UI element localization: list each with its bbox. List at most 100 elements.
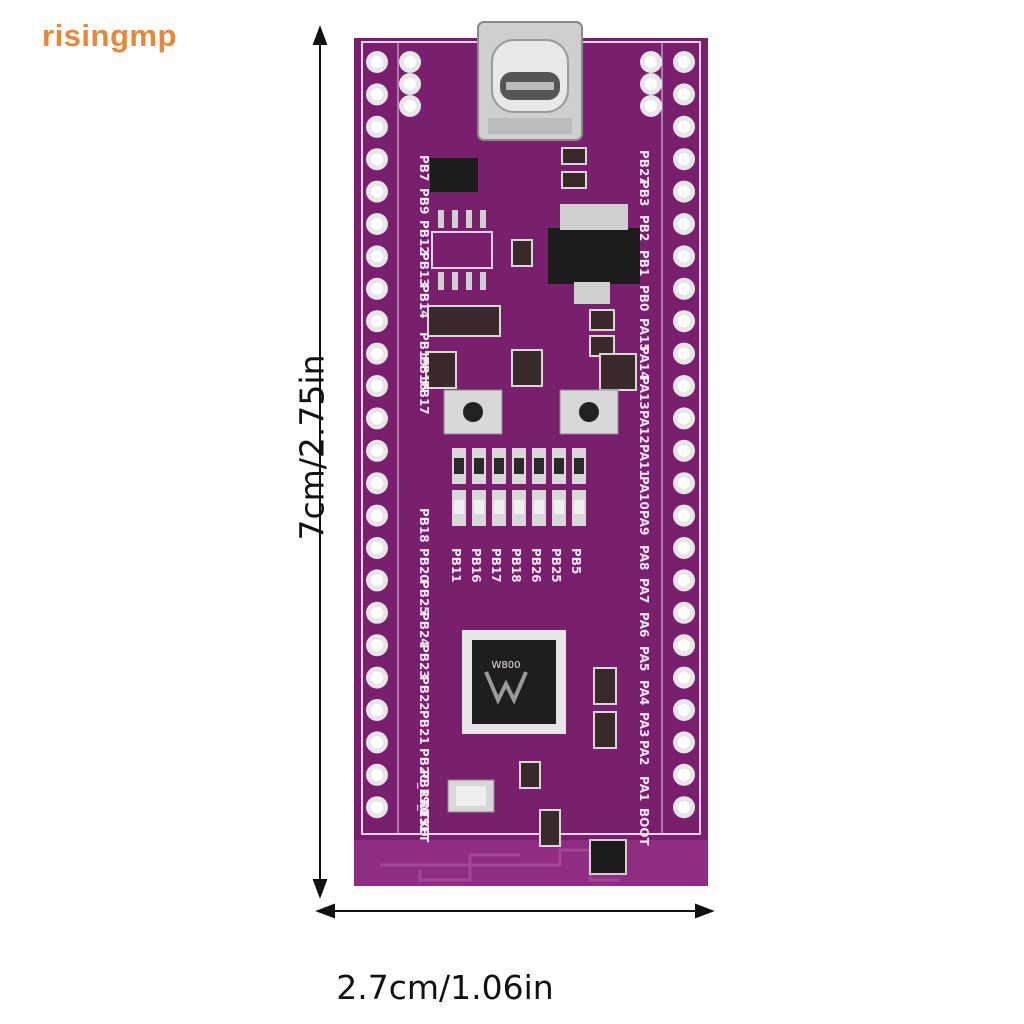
pin-hole: [366, 796, 388, 819]
led-label: PB16: [469, 548, 483, 583]
left-pin-label: PB25: [417, 580, 431, 615]
right-pin-labels: PB27PB3PB2PB1PB0PA15PA14PA13PA12PA11PA10…: [637, 150, 651, 847]
right-pin-label: PB3: [637, 180, 651, 206]
left-pin-label: PB18: [417, 508, 431, 543]
led-resistor-pair: [452, 448, 466, 526]
left-pin-label: PB14: [417, 284, 431, 319]
pin-hole: [366, 472, 388, 495]
pin-hole: [366, 342, 388, 365]
pin-hole: [366, 601, 388, 624]
pin-hole: [673, 245, 695, 268]
pin-hole: [673, 699, 695, 721]
right-pin-label: PA13: [637, 376, 651, 410]
left-pin-label: PB23: [417, 644, 431, 679]
pin-hole: [673, 537, 695, 559]
led-resistor-pair: [552, 448, 566, 526]
boot-reset-buttons: [443, 389, 619, 435]
led-label: PB11: [449, 548, 463, 583]
pin-hole: [366, 439, 388, 462]
pin-hole: [366, 666, 388, 689]
led-label: PB18: [509, 548, 523, 583]
left-pin-label: RESET: [417, 800, 431, 843]
pin-hole: [673, 148, 695, 171]
pin-hole: [673, 569, 695, 592]
right-pin-header: [673, 51, 695, 819]
led-resistor-pair: [472, 448, 486, 526]
right-pin-label: PA4: [637, 680, 651, 705]
led-label: PB5: [569, 548, 583, 574]
left-pin-label: PB16: [417, 356, 431, 391]
pin-hole: [673, 504, 695, 527]
pin-hole: [366, 245, 388, 268]
pin-hole: [673, 180, 695, 203]
pin-hole: [366, 213, 388, 235]
right-pin-label: PA14: [637, 346, 651, 380]
right-pin-label: PA1: [637, 776, 651, 801]
right-pin-label: PB2: [637, 215, 651, 241]
led-labels: PB11 PB16 PB17 PB18 PB26 PB25 PB5: [449, 548, 583, 583]
led-label: PB25: [549, 548, 563, 583]
height-dimension-label: 7cm/2.75in: [292, 354, 332, 541]
pin-hole: [673, 666, 695, 689]
right-pin-label: PA10: [637, 476, 651, 510]
antenna-area: [354, 840, 708, 886]
right-pin-label: PA12: [637, 410, 651, 444]
width-dimension-label: 2.7cm/1.06in: [336, 968, 554, 1007]
pin-hole: [673, 83, 695, 106]
height-arrow: [312, 25, 328, 899]
pin-hole: [673, 407, 695, 430]
pin-hole: [673, 115, 695, 138]
right-pin-label: PA15: [637, 318, 651, 352]
led-resistor-pair: [572, 448, 586, 526]
pin-hole: [673, 375, 695, 397]
pin-hole: [640, 51, 662, 73]
voltage-regulator: [548, 204, 640, 304]
pin-hole: [673, 472, 695, 495]
top-pin-rows: [399, 51, 662, 117]
right-pin-label: PB0: [637, 285, 651, 311]
pin-hole: [673, 763, 695, 786]
led-bank: [452, 448, 586, 526]
pin-hole: [673, 601, 695, 624]
left-pin-label: PB9: [417, 188, 431, 214]
pin-hole: [399, 51, 421, 73]
pin-hole: [366, 537, 388, 559]
left-pin-labels: PB7PB9PB12PB13PB14PB15PB16PB17PB18PB20PB…: [416, 155, 431, 843]
pin-hole: [366, 569, 388, 592]
led-resistor-pair: [492, 448, 506, 526]
right-pin-label: BOOT: [637, 808, 651, 847]
pin-hole: [366, 763, 388, 786]
pin-hole: [673, 439, 695, 462]
left-pin-label: PB20: [417, 548, 431, 583]
led-label: PB17: [489, 548, 503, 583]
pin-hole: [673, 213, 695, 235]
pin-hole: [640, 73, 662, 95]
pin-hole: [366, 375, 388, 397]
left-pin-label: PB13: [417, 252, 431, 287]
pin-hole: [673, 51, 695, 73]
u5-chip: [430, 158, 478, 192]
led-label: PB26: [529, 548, 543, 583]
pin-hole: [366, 277, 388, 300]
right-pin-label: PA3: [637, 712, 651, 737]
pin-hole: [399, 95, 421, 117]
led-resistor-pair: [512, 448, 526, 526]
left-pin-label: PB17: [417, 380, 431, 415]
pin-hole: [673, 310, 695, 333]
pin-hole: [366, 310, 388, 333]
left-pin-header: [366, 51, 388, 819]
pin-hole: [366, 634, 388, 657]
pin-hole: [366, 407, 388, 430]
pin-hole: [673, 342, 695, 365]
svg-text:W800: W800: [492, 660, 521, 671]
right-pin-label: PB1: [637, 250, 651, 276]
right-pin-label: PA6: [637, 612, 651, 637]
usb-c-connector: [477, 21, 583, 141]
crystal-x1: [447, 779, 495, 813]
width-arrow: [315, 903, 715, 919]
pin-hole: [399, 73, 421, 95]
pin-hole: [366, 51, 388, 73]
pin-hole: [640, 95, 662, 117]
left-pin-label: PB21: [417, 710, 431, 745]
